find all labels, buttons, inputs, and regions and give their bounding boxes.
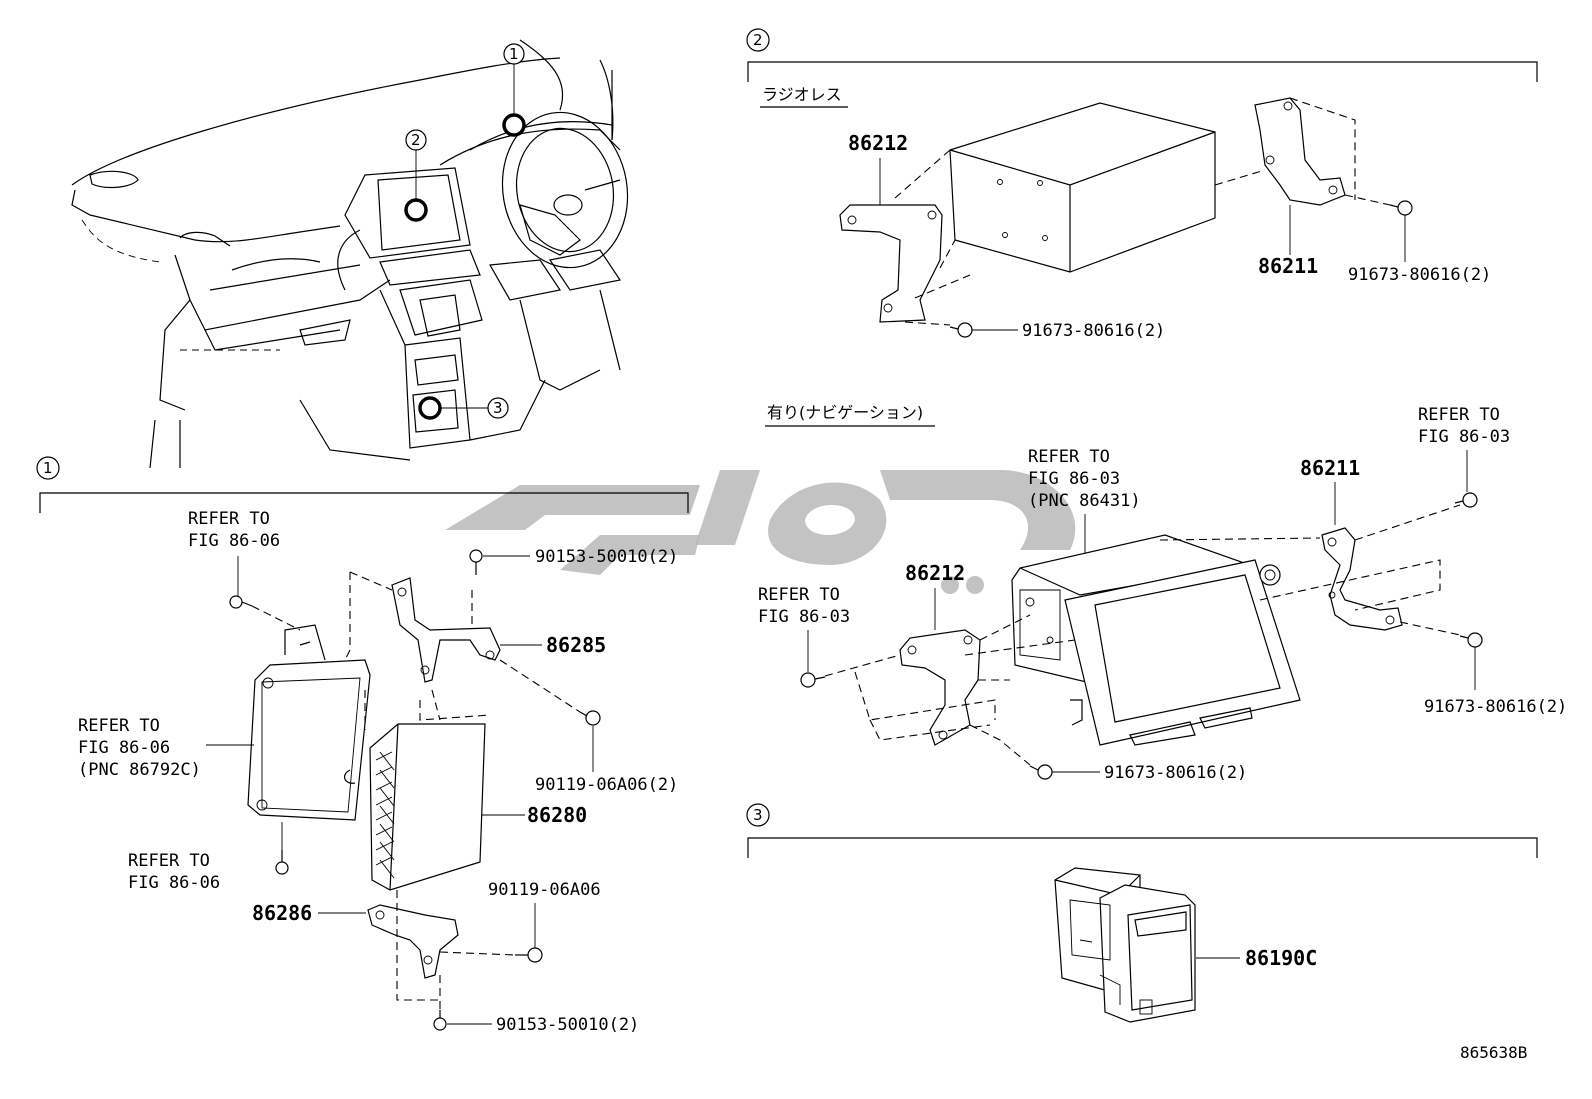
part-86280-label: 86280 [527,803,587,827]
bolt-icon [1459,632,1483,648]
callout-3-label: 3 [493,399,503,417]
refer-left-line1: REFER TO [78,716,160,736]
refer-left-nav-line2: FIG 86-03 [758,607,850,627]
bolt-icon [1029,764,1053,780]
section-1: 1 REFER TO FIG 86-06 REFER TO FIG 86-06 … [36,456,689,1035]
section-3-bracket [747,837,1538,858]
location-marker-2 [404,198,428,222]
bolt-icon [229,595,253,609]
section-1-number: 1 [43,459,53,477]
bracket-86211-nav [1321,527,1403,631]
dashboard-overview-illustration: 1 2 3 [71,39,629,469]
bolt-icon [469,549,483,575]
variant-navigation-label: 有り(ナビゲーション) [767,403,923,422]
ecu-module-reference [247,624,371,821]
section-2: 2 ラジオレス 86212 9167 [746,28,1567,783]
refer-bottom-line2: FIG 86-06 [128,873,220,893]
callout-2-label: 2 [411,131,421,149]
part-86212-nav-label: 86212 [905,561,965,585]
figure-id: 865638B [1460,1043,1527,1062]
bolt-icon [800,672,826,688]
bracket-86286 [367,904,459,979]
callout-circle-2 [405,129,427,151]
bolt-90119-2-label: 90119-06A06(2) [535,775,678,795]
bolt-91673-nav-right-label: 91673-80616(2) [1424,697,1567,717]
refer-top-line2: FIG 86-06 [188,531,280,551]
refer-left-line2: FIG 86-06 [78,738,170,758]
location-marker-1 [502,113,526,137]
bolt-91673-nav-bottom-label: 91673-80616(2) [1104,763,1247,783]
callout-1-label: 1 [509,45,519,63]
section-1-badge [36,456,60,480]
section-3: 3 86190C [746,803,1538,1023]
bolt-90153-top-label: 90153-50010(2) [535,547,678,567]
bolt-icon [433,1010,447,1031]
module-86280 [369,723,486,891]
section-3-badge [746,803,770,827]
bolt-91673-right-label: 91673-80616(2) [1348,265,1491,285]
refer-top-line1: REFER TO [188,509,270,529]
section-1-bracket [39,492,689,513]
callout-circle-1 [503,43,525,65]
section-3-number: 3 [753,806,763,824]
refer-left-line3: (PNC 86792C) [78,760,201,780]
bracket-86285 [391,577,501,683]
watermark-logo [445,470,1076,594]
bolt-icon [1454,492,1478,508]
navigation-head-unit [1011,534,1301,746]
bolt-icon [1389,200,1413,216]
part-86286-label: 86286 [252,901,312,925]
section-2-badge [746,28,770,52]
part-86285-label: 86285 [546,633,606,657]
part-86212-radioless-label: 86212 [848,131,908,155]
bolt-icon [579,710,601,726]
bolt-icon [949,322,973,338]
bolt-90153-bottom-label: 90153-50010(2) [496,1015,639,1035]
bolt-icon [275,850,289,875]
bracket-86212-radioless [839,204,943,323]
section-2-bracket [747,61,1538,82]
callout-circle-3 [487,397,509,419]
refer-right-line2: FIG 86-03 [1418,427,1510,447]
part-86211-radioless-label: 86211 [1258,254,1318,278]
bolt-90119-label: 90119-06A06 [488,880,601,900]
refer-center-line3: (PNC 86431) [1028,491,1141,511]
radio-blank-unit [949,102,1216,273]
refer-bottom-line1: REFER TO [128,851,210,871]
location-marker-3 [418,396,442,420]
refer-left-nav-line1: REFER TO [758,585,840,605]
part-86211-nav-label: 86211 [1300,456,1360,480]
bolt-icon [515,947,543,963]
section-2-number: 2 [753,31,763,49]
refer-center-line1: REFER TO [1028,447,1110,467]
refer-center-line2: FIG 86-03 [1028,469,1120,489]
bolt-91673-left-label: 91673-80616(2) [1022,321,1165,341]
refer-right-line1: REFER TO [1418,405,1500,425]
part-86190C-label: 86190C [1245,946,1317,970]
switch-86190C [1054,867,1196,1023]
variant-radioless-label: ラジオレス [762,85,842,104]
bracket-86211-radioless [1254,97,1346,206]
